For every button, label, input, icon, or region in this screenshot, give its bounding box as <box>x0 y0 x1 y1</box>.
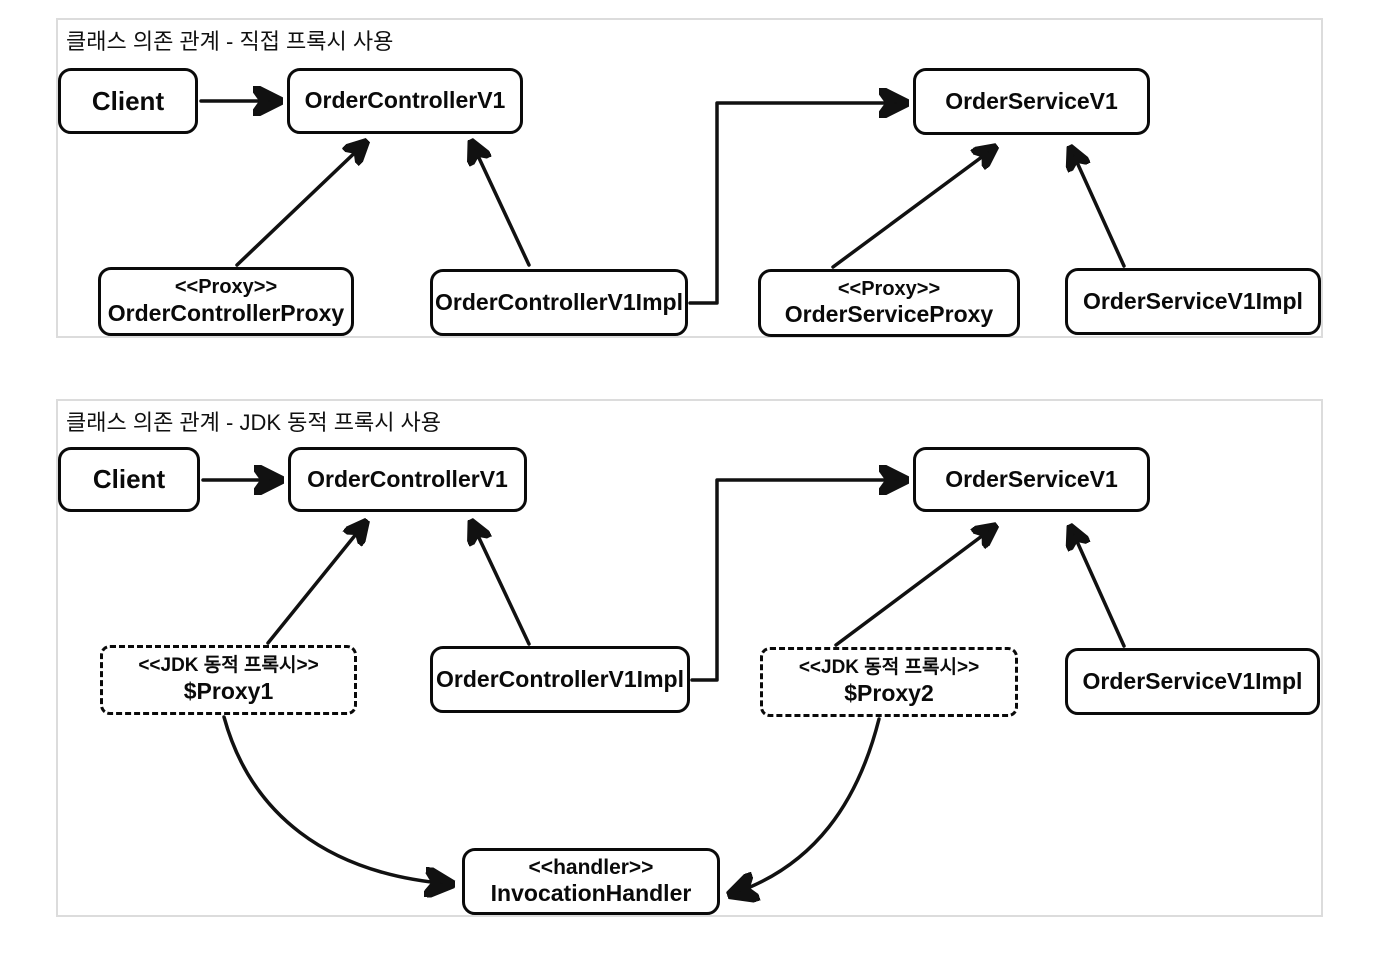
panel-direct-proxy-title: 클래스 의존 관계 - 직접 프록시 사용 <box>66 29 394 54</box>
node-order-controller-v1: OrderControllerV1 <box>287 68 523 134</box>
node-invocation-handler: <<handler>> InvocationHandler <box>462 848 720 915</box>
node-client: Client <box>58 68 198 134</box>
node-jdk-dynamic-proxy-2: <<JDK 동적 프록시>> $Proxy2 <box>760 647 1018 717</box>
node-order-controller-v1-impl-2: OrderControllerV1Impl <box>430 646 690 713</box>
stereotype-proxy: <<Proxy>> <box>837 277 941 300</box>
node-order-service-v1-2: OrderServiceV1 <box>913 447 1150 512</box>
node-order-service-v1-impl: OrderServiceV1Impl <box>1065 268 1321 335</box>
stereotype-jdk-dynamic-proxy: <<JDK 동적 프록시>> <box>138 655 319 677</box>
stereotype-handler: <<handler>> <box>528 855 654 879</box>
stereotype-jdk-dynamic-proxy: <<JDK 동적 프록시>> <box>798 657 980 679</box>
node-order-controller-v1-2: OrderControllerV1 <box>288 447 527 512</box>
node-order-controller-proxy: <<Proxy>> OrderControllerProxy <box>98 267 354 336</box>
panel-jdk-dynamic-proxy-title: 클래스 의존 관계 - JDK 동적 프록시 사용 <box>66 410 442 435</box>
node-order-service-proxy: <<Proxy>> OrderServiceProxy <box>758 269 1020 337</box>
node-client-2: Client <box>58 447 200 512</box>
node-order-service-v1: OrderServiceV1 <box>913 68 1150 135</box>
node-jdk-dynamic-proxy-1: <<JDK 동적 프록시>> $Proxy1 <box>100 645 357 715</box>
stereotype-proxy: <<Proxy>> <box>174 276 278 299</box>
node-order-controller-v1-impl: OrderControllerV1Impl <box>430 269 688 336</box>
node-order-service-v1-impl-2: OrderServiceV1Impl <box>1065 648 1320 715</box>
